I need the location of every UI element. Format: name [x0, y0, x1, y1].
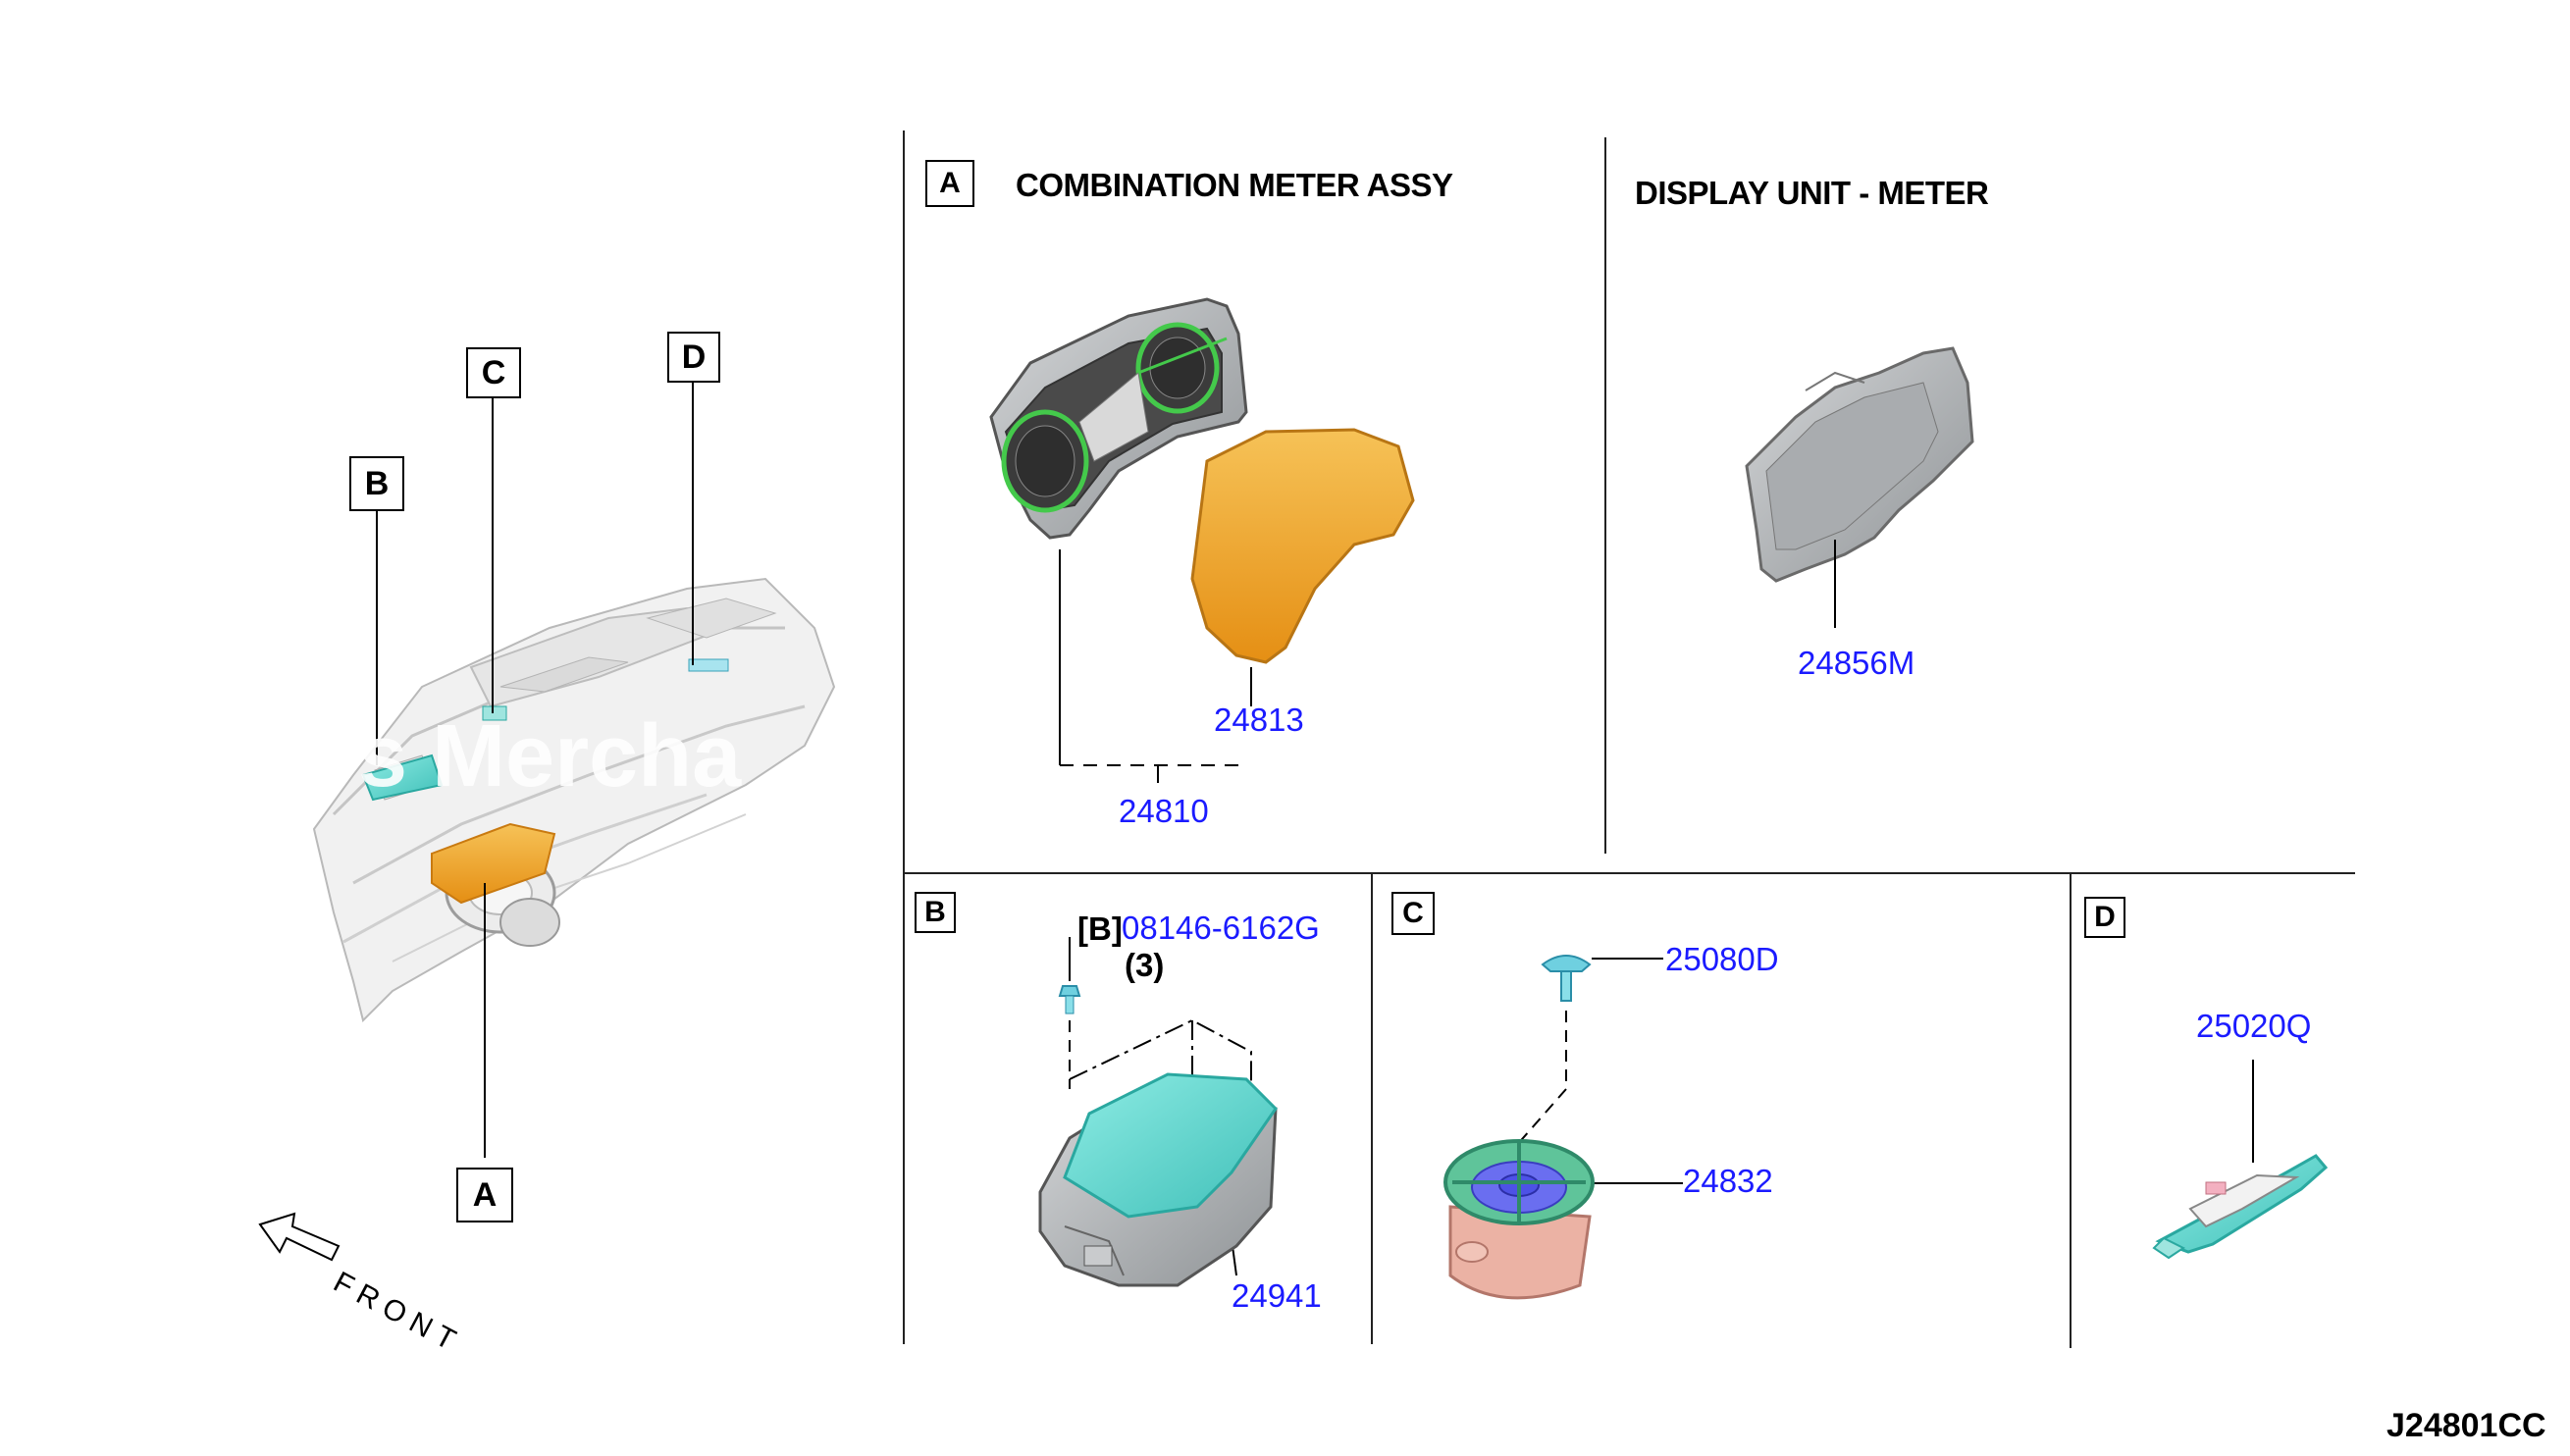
- module-25020q: [2152, 1154, 2329, 1260]
- front-arrow: [258, 1212, 341, 1262]
- part-number-24941[interactable]: 24941: [1232, 1277, 1322, 1314]
- fastener-tag-b: [B]: [1077, 910, 1123, 947]
- dashboard-overview-illustration: [312, 577, 836, 1022]
- section-d-callout[interactable]: D: [2084, 897, 2125, 938]
- combination-meter-title: COMBINATION METER ASSY: [1016, 167, 1453, 203]
- callout-b-overview[interactable]: B: [349, 456, 404, 511]
- part-number-24832[interactable]: 24832: [1683, 1163, 1773, 1199]
- part-number-24856m[interactable]: 24856M: [1798, 645, 1915, 681]
- panel-dividers: [903, 130, 2355, 1348]
- overview-leader-lines: [376, 382, 694, 1158]
- callout-d-overview[interactable]: D: [667, 332, 720, 383]
- part-number-25020q[interactable]: 25020Q: [2196, 1008, 2312, 1044]
- diagram-code: J24801CC: [2386, 1407, 2546, 1444]
- section-a-callout[interactable]: A: [925, 160, 974, 207]
- part-number-25080d[interactable]: 25080D: [1665, 941, 1779, 977]
- section-c-callout[interactable]: C: [1391, 892, 1435, 935]
- section-b-callout[interactable]: B: [915, 892, 956, 933]
- speaker-24832: [1443, 1139, 1595, 1300]
- display-unit-title: DISPLAY UNIT - METER: [1635, 175, 1989, 211]
- combination-meter-leaders: [1059, 549, 1252, 783]
- meter-lens-24813: [1190, 428, 1415, 664]
- display-unit-24856m: [1745, 346, 1974, 583]
- callout-a-overview[interactable]: A: [456, 1168, 513, 1222]
- quantity-label: (3): [1125, 947, 1165, 983]
- watermark-text: rs Mercha: [324, 707, 742, 806]
- clip-25080d: [1541, 955, 1592, 1002]
- combination-meter-24810: [989, 297, 1248, 540]
- part-number-08146-6162g[interactable]: 08146-6162G: [1122, 910, 1320, 946]
- part-number-24813[interactable]: 24813: [1214, 702, 1304, 738]
- screw-08146-6162g: [1058, 985, 1081, 1014]
- part-number-24810[interactable]: 24810: [1119, 793, 1209, 829]
- callout-c-overview[interactable]: C: [466, 347, 521, 398]
- display-housing-24941: [1038, 1072, 1278, 1287]
